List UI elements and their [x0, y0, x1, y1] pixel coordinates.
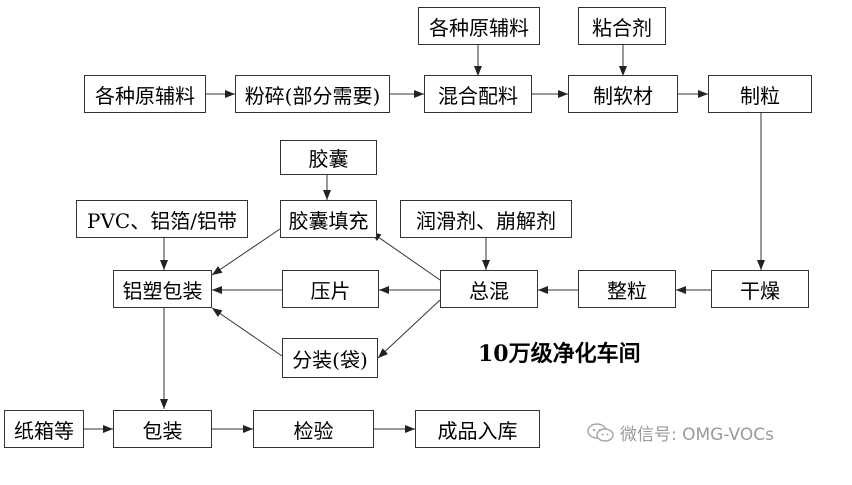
node-mixing: 混合配料 [424, 75, 532, 113]
node-raw-materials-left: 各种原辅料 [84, 75, 206, 113]
node-drying: 干燥 [711, 270, 809, 308]
arrow-sachet-to-blister [211, 307, 283, 357]
node-blister-packing: 铝塑包装 [113, 270, 212, 308]
node-capsule-filling: 胶囊填充 [280, 200, 377, 238]
node-inspection: 检验 [253, 410, 374, 448]
watermark: 微信号: OMG-VOCs [586, 420, 774, 445]
node-final-mixing: 总混 [440, 270, 538, 308]
wechat-icon [587, 422, 614, 442]
node-lubricant-disintegrant: 润滑剂、崩解剂 [400, 200, 572, 238]
node-sizing: 整粒 [578, 270, 676, 308]
node-capsule: 胶囊 [280, 140, 377, 175]
node-pvc-aluminum: PVC、铝箔/铝带 [76, 200, 248, 238]
cleanroom-caption: 10万级净化车间 [478, 341, 641, 367]
node-granulation: 制粒 [708, 75, 812, 113]
node-carton: 纸箱等 [4, 410, 84, 448]
node-soft-material: 制软材 [568, 75, 678, 113]
node-warehousing: 成品入库 [415, 410, 540, 448]
node-sachet-filling: 分装(袋) [282, 338, 378, 378]
arrow-finalmix-to-sachet [377, 299, 441, 359]
node-tableting: 压片 [282, 270, 379, 308]
node-packaging: 包装 [113, 410, 212, 448]
node-crushing: 粉碎(部分需要) [235, 75, 390, 113]
node-binder: 粘合剂 [578, 7, 666, 45]
node-raw-materials-top: 各种原辅料 [418, 7, 540, 45]
arrow-finalmix-to-capsulefill [370, 231, 441, 281]
arrow-capsulefill-to-blister [211, 228, 281, 276]
watermark-text: 微信号: OMG-VOCs [620, 425, 774, 445]
